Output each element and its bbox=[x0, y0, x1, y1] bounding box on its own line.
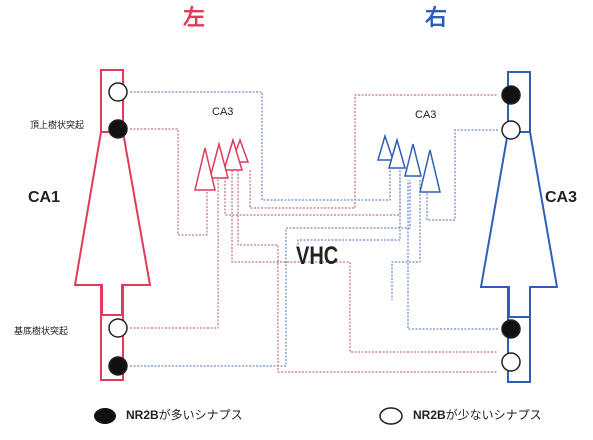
legend-filled-text: NR2Bが多いシナプス bbox=[126, 408, 243, 422]
legend-open-icon bbox=[379, 407, 403, 425]
ca3-right-cluster-label: CA3 bbox=[415, 109, 437, 121]
right-hemisphere-title: 右 bbox=[425, 6, 448, 31]
ca3-neuron-right bbox=[479, 71, 559, 383]
ca1-neuron-left bbox=[73, 69, 152, 381]
vhc-label: VHC bbox=[296, 242, 339, 271]
synapse-open-icon bbox=[108, 82, 128, 102]
ca3-left-cluster-label: CA3 bbox=[212, 106, 234, 118]
right-ca3-cluster bbox=[377, 133, 441, 193]
ca3-right-label: CA3 bbox=[545, 189, 578, 206]
synapse-filled-icon bbox=[501, 85, 521, 105]
left-ca3-projections bbox=[130, 94, 498, 373]
ca1-label: CA1 bbox=[28, 189, 61, 206]
synapse-filled-icon bbox=[108, 119, 128, 139]
apical-dendrite-label: 頂上樹状突起 bbox=[30, 121, 85, 131]
right-ca3-projections bbox=[130, 91, 498, 367]
left-hemisphere-title: 左 bbox=[183, 6, 206, 31]
left-ca3-cluster bbox=[194, 137, 250, 191]
synapse-filled-icon bbox=[108, 356, 128, 376]
legend-open-text: NR2Bが少ないシナプス bbox=[413, 408, 542, 422]
synapse-filled-icon bbox=[501, 319, 521, 339]
synapse-open-icon bbox=[501, 120, 521, 140]
basal-dendrite-label: 基底樹状突起 bbox=[14, 327, 69, 337]
synapse-open-icon bbox=[501, 352, 521, 372]
legend-filled-icon bbox=[94, 408, 116, 424]
synapse-open-icon bbox=[108, 318, 128, 338]
